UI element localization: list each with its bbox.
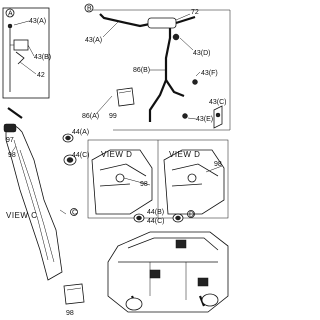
- clip-top: [7, 23, 13, 29]
- label-99: 99: [109, 113, 117, 120]
- view-c-panel: C: [3, 107, 78, 281]
- label-44c-lower: 44(C): [147, 218, 165, 225]
- muffler: [147, 17, 177, 29]
- callout-b-label: B: [87, 6, 92, 13]
- label-plate-99: [116, 87, 135, 107]
- callout-c-circle: [70, 208, 78, 216]
- label-plate-98: [63, 283, 85, 305]
- wheel-rear: [201, 293, 219, 307]
- view-d-left-body: [91, 149, 153, 215]
- label-97: 97: [6, 137, 14, 144]
- label-43c-right: 43(C): [209, 99, 227, 106]
- label-98-left: 98: [8, 152, 16, 159]
- label-44b: 44(B): [147, 209, 164, 216]
- plug-97: [3, 123, 17, 133]
- callout-c-label: C: [72, 210, 77, 217]
- wheel-front: [125, 297, 143, 311]
- hanger-43e: [182, 113, 188, 119]
- label-44c-left: 44(C): [72, 152, 90, 159]
- arrow-marker-top: [175, 239, 187, 249]
- view-d-left-title: VIEW D: [101, 150, 132, 159]
- center-pipe: [148, 28, 172, 122]
- label-72: 72: [191, 9, 199, 16]
- label-43a-top: 43(A): [29, 18, 46, 25]
- bracket-43b: [13, 39, 29, 51]
- arrow-marker-side: [149, 269, 161, 279]
- mount-43c: [213, 105, 223, 129]
- callout-b-circle: [84, 3, 94, 13]
- label-42: 42: [37, 72, 45, 79]
- label-43d: 43(D): [193, 50, 211, 57]
- callout-d-circle: [187, 210, 195, 218]
- vehicle-body: [107, 231, 229, 313]
- exhaust-assembly: B: [84, 3, 231, 131]
- label-43a-mid: 43(A): [85, 37, 102, 44]
- parts-diagram: A 43(A) 43(B) 42 B: [2, 3, 231, 317]
- vehicle-outline: [107, 231, 229, 313]
- callout-a-label: A: [8, 11, 13, 18]
- view-c-title: VIEW C: [6, 211, 37, 220]
- view-d-right-body: [163, 149, 225, 215]
- inset-a-frame: [2, 7, 50, 99]
- view-d-insets: D: [87, 139, 229, 223]
- view-d-right-title: VIEW D: [169, 150, 200, 159]
- label-98-bottom: 98: [66, 310, 74, 317]
- callout-d-label: D: [189, 212, 194, 219]
- hanger-43d: [172, 33, 180, 41]
- label-43e: 43(E): [196, 116, 213, 123]
- label-86b: 86(B): [133, 67, 150, 74]
- label-98-mid: 98: [140, 181, 148, 188]
- label-86a: 86(A): [82, 113, 99, 120]
- label-44a-left: 44(A): [72, 129, 89, 136]
- assembly-frame: [92, 9, 231, 131]
- diagram-svg: A 43(A) 43(B) 42 B: [2, 3, 231, 317]
- label-98-right: 98: [214, 161, 222, 168]
- callout-a-circle: [5, 8, 15, 18]
- inset-a: A: [2, 7, 50, 99]
- label-43f: 43(F): [201, 70, 218, 77]
- hanger-43f: [192, 79, 198, 85]
- label-43b: 43(B): [34, 54, 51, 61]
- arrow-marker-rear: [197, 277, 209, 287]
